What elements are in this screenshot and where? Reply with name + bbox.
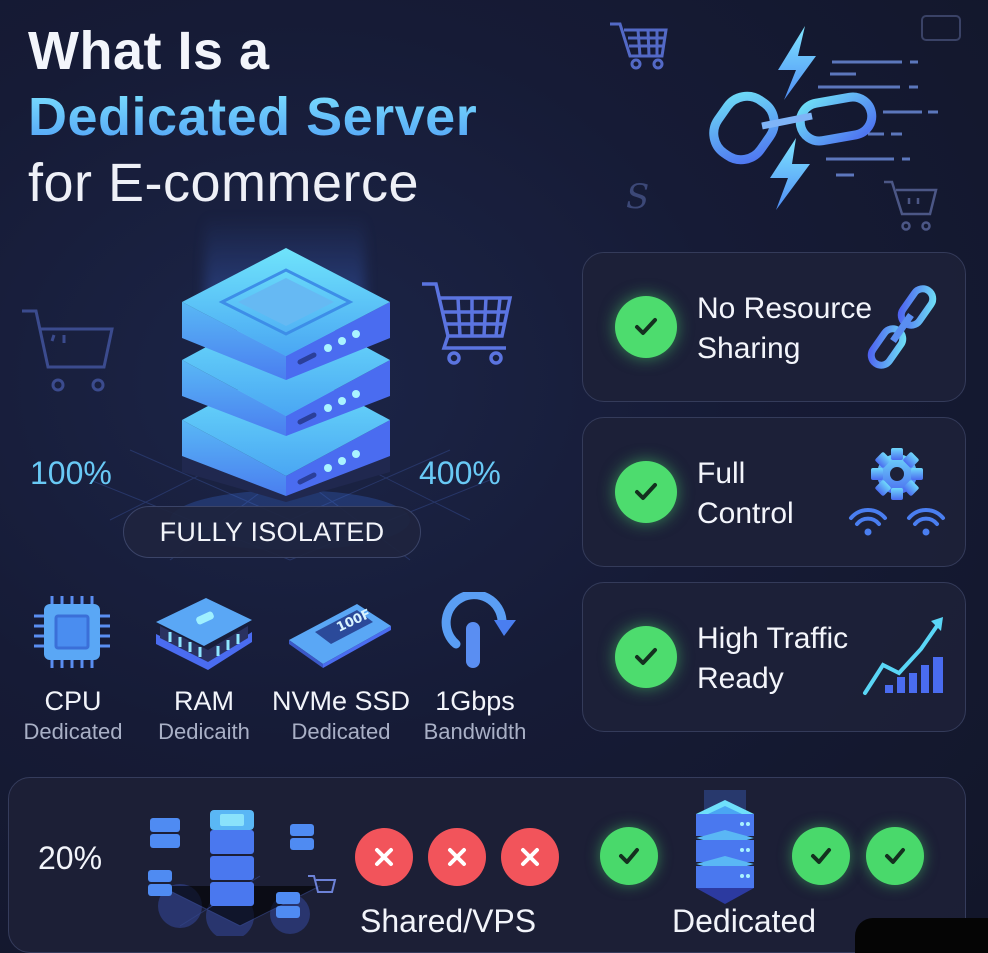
fully-isolated-badge: FULLY ISOLATED: [123, 506, 421, 558]
ram-module-icon: [156, 598, 252, 670]
shared-servers-cluster-icon: [148, 810, 337, 936]
check-icon: [866, 827, 924, 885]
chain-link-icon: [867, 285, 937, 369]
dedicated-server-icon: [696, 790, 754, 904]
stat-left: 100%: [30, 455, 112, 491]
spec-cpu: CPU Dedicated: [23, 686, 123, 744]
x-mark-icon: [428, 828, 486, 886]
shopping-cart-icon: [22, 309, 114, 392]
dedicated-label: Dedicated: [672, 903, 817, 939]
check-icon: [615, 626, 677, 688]
broken-chain-speed-icon: S: [610, 15, 961, 231]
check-icon: [792, 827, 850, 885]
comparison-stat: 20%: [38, 840, 103, 876]
stat-right: 400%: [419, 455, 501, 491]
bandwidth-gauge-icon: [441, 592, 516, 668]
server-stack-icon: [182, 248, 390, 502]
x-mark-icon: [501, 828, 559, 886]
svg-text:S: S: [626, 177, 649, 217]
feature-card-full-control: Full Control: [582, 417, 966, 567]
title-line-1: What Is a: [28, 21, 270, 81]
check-icon: [615, 461, 677, 523]
shared-vps-label: Shared/VPS: [360, 903, 537, 939]
shopping-cart-icon: [422, 282, 513, 365]
cpu-chip-icon: [34, 596, 110, 668]
page-title: What Is a Dedicated Server for E-commerc…: [28, 18, 477, 216]
growth-chart-icon: [863, 617, 943, 695]
spec-nvme-ssd: NVMe SSD Dedicated: [271, 686, 411, 744]
feature-card-no-resource-sharing: No Resource Sharing: [582, 252, 966, 402]
feature-card-high-traffic-ready: High Traffic Ready: [582, 582, 966, 732]
x-mark-icon: [355, 828, 413, 886]
ssd-icon: 100F: [289, 604, 391, 668]
spec-bandwidth: 1Gbps Bandwidth: [423, 686, 527, 744]
check-icon: [615, 296, 677, 358]
check-icon: [600, 827, 658, 885]
corner-overlay: [855, 918, 988, 953]
gear-wifi-icon: [849, 448, 945, 536]
title-line-3: for E-commerce: [28, 153, 420, 213]
spec-ram: RAM Dedicaith: [158, 686, 250, 744]
title-line-2: Dedicated Server: [28, 84, 477, 150]
